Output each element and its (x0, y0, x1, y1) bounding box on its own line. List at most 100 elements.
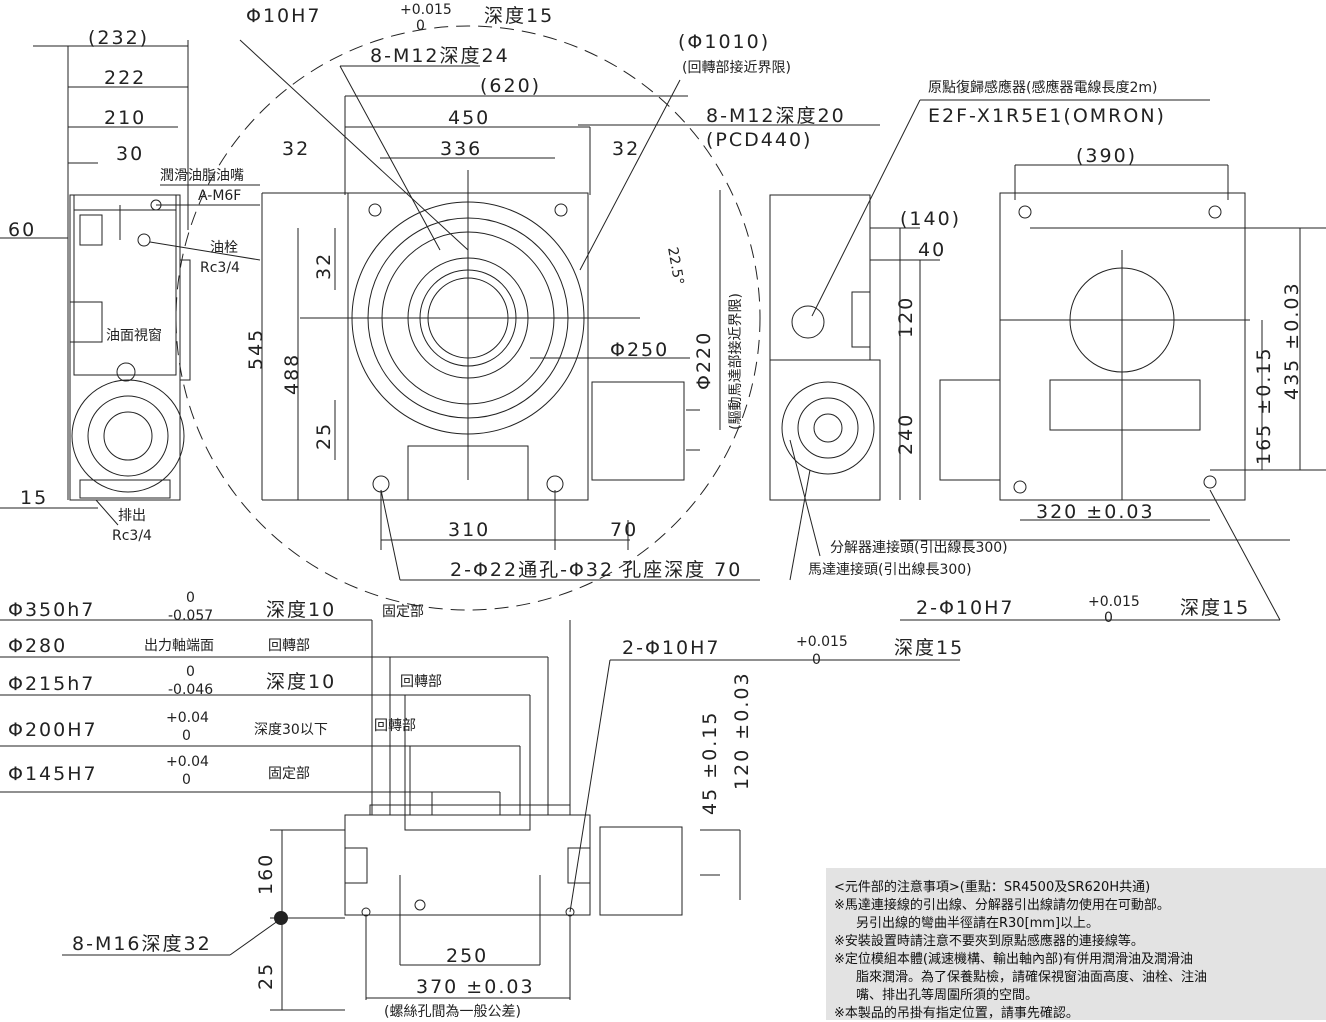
dim-620: (620) (480, 75, 541, 97)
pin-callout-bottom: 2-Φ10H7 (622, 637, 720, 659)
dim-32v: 32 (313, 252, 335, 280)
dim-120-bottom: 120 ±0.03 (731, 671, 753, 790)
hole-callout: 2-Φ22通孔-Φ32 孔座深度 70 (450, 559, 742, 581)
table-note: 出力軸端面 (144, 638, 214, 654)
table-dia: Φ280 (8, 635, 67, 657)
drain-spec: Rc3/4 (112, 528, 152, 544)
dim-40: 40 (918, 239, 946, 261)
motor-side-view (591, 194, 1290, 541)
dim-210: 210 (104, 107, 146, 129)
table-part: 固定部 (382, 604, 424, 620)
motor-limit-note: (驅動馬達部接近界限) (727, 293, 744, 430)
table-tol-up: 0 (186, 590, 195, 606)
dim-32b: 32 (612, 138, 640, 160)
dim-45: 45 ±0.15 (699, 711, 721, 815)
top-view (811, 99, 1326, 621)
table-dia: Φ215h7 (8, 673, 95, 695)
oil-window-label: 油面視窗 (106, 327, 162, 344)
m12-24-callout: 8-M12深度24 (370, 45, 510, 67)
note-3c: 嘴、排出孔等周圍所須的空間。 (856, 988, 1039, 1003)
table-part: 固定部 (268, 766, 310, 782)
dim-240-right: 240 (895, 413, 917, 455)
table-dia: Φ145H7 (8, 763, 98, 785)
oil-plug-label: 油栓 (210, 240, 238, 256)
dim-250-bottom: 250 (446, 945, 488, 967)
table-tol-up: +0.04 (166, 754, 209, 770)
dim-165: 165 ±0.15 (1253, 346, 1275, 465)
pin-plus-bottom: +0.015 (796, 634, 848, 650)
dim-390: (390) (1076, 145, 1137, 167)
note-4: ※本製品的吊掛有指定位置，請事先確認。 (834, 1006, 1079, 1021)
dim-140: (140) (900, 208, 961, 230)
pin-plus-right: +0.015 (1088, 594, 1140, 610)
side-view (0, 40, 191, 509)
pin-depth-bottom: 深度15 (894, 637, 964, 659)
pin-zero-right: 0 (1104, 610, 1113, 626)
dim-60: 60 (8, 219, 36, 241)
diameter-table: Φ350h7 0 -0.057 深度10 固定部 Φ280 出力軸端面 回轉部 … (8, 590, 442, 788)
m12-20-callout: 8-M12深度20 (706, 105, 846, 127)
table-note: 深度10 (266, 671, 336, 693)
pcd-440: (PCD440) (706, 129, 812, 151)
motor-connector: 馬達連接頭(引出線長300) (808, 561, 972, 578)
dim-320: 320 ±0.03 (1036, 501, 1155, 523)
note-1b: 另引出線的彎曲半徑請在R30[mm]以上。 (856, 916, 1100, 931)
dim-232: (232) (88, 27, 149, 49)
table-tol-low: -0.057 (168, 608, 213, 624)
tol-d10-zero: 0 (416, 18, 425, 34)
dim-435: 435 ±0.03 (1281, 281, 1303, 400)
m16-hole-marker (274, 911, 288, 925)
dim-160: 160 (255, 853, 277, 895)
dim-15: 15 (20, 487, 48, 509)
pin-zero-bottom: 0 (812, 652, 821, 668)
dim-370: 370 ±0.03 (416, 976, 535, 998)
dim-222: 222 (104, 67, 146, 89)
table-tol-low: -0.046 (168, 682, 213, 698)
dim-120-right: 120 (895, 296, 917, 338)
m16-callout: 8-M16深度32 (72, 933, 212, 955)
resolver-connector: 分解器連接頭(引出線長300) (830, 539, 1008, 556)
dim-310: 310 (448, 519, 490, 541)
table-note: 深度10 (266, 599, 336, 621)
dim-545: 545 (245, 328, 267, 370)
table-dia: Φ200H7 (8, 719, 98, 741)
grease-nipple-spec: A-M6F (198, 188, 241, 204)
note-3: ※定位模組本體(減速機構、輸出軸內部)有併用潤滑油及潤滑油 (834, 952, 1194, 967)
tol-d10-depth: 深度15 (484, 5, 554, 27)
sensor-model: E2F-X1R5E1(OMRON) (928, 105, 1166, 127)
note-3b: 脂來潤滑。為了保養點檢，請確保視窗油面高度、油栓、注油 (856, 970, 1208, 985)
diameter-table-lines (0, 619, 571, 815)
table-part: 回轉部 (400, 674, 442, 690)
dim-250: Φ250 (610, 339, 669, 361)
table-tol-low: 0 (182, 728, 191, 744)
table-dia: Φ350h7 (8, 599, 95, 621)
table-part: 回轉部 (374, 718, 416, 734)
dim-30: 30 (116, 143, 144, 165)
table-tol-low: 0 (182, 772, 191, 788)
grease-nipple-label: 潤滑油脂油嘴 (160, 167, 244, 184)
angle-22-5: 22.5° (664, 246, 686, 286)
pin-depth-right: 深度15 (1180, 597, 1250, 619)
sensor-title: 原點復歸感應器(感應器電線長度2m) (928, 79, 1157, 96)
oil-plug-spec: Rc3/4 (200, 260, 240, 276)
dim-450: 450 (448, 107, 490, 129)
notes-panel (826, 868, 1326, 1020)
tol-d10: Φ10H7 (246, 5, 322, 27)
dim-32a: 32 (282, 138, 310, 160)
dim-70: 70 (610, 519, 638, 541)
table-tol-up: +0.04 (166, 710, 209, 726)
dim-25-bottom: 25 (255, 962, 277, 990)
note-2: ※安裝設置時請注意不要夾到原點感應器的連接線等。 (834, 934, 1144, 949)
note-1: ※馬達連接線的引出線、分解器引出線請勿使用在可動部。 (834, 898, 1170, 913)
dim-1010: (Φ1010) (678, 31, 770, 53)
table-note: 深度30以下 (254, 722, 328, 738)
dim-336: 336 (440, 138, 482, 160)
front-view (175, 25, 880, 611)
pin-callout-right: 2-Φ10H7 (916, 597, 1014, 619)
table-part: 回轉部 (268, 638, 310, 654)
dim-1010-note: (回轉部接近界限) (682, 59, 791, 76)
dim-220: Φ220 (693, 331, 715, 390)
drain-label: 排出 (118, 508, 146, 524)
tol-d10-plus: +0.015 (400, 2, 452, 18)
